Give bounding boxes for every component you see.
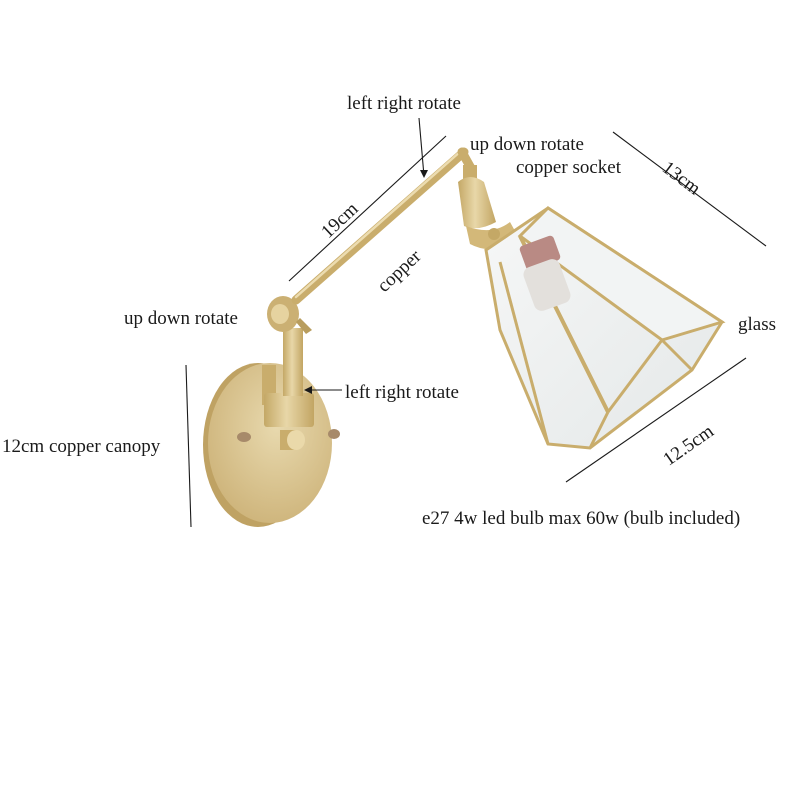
- annotation-lines: [185, 117, 767, 528]
- glass-shade: [484, 206, 726, 450]
- arrowheads: [304, 170, 428, 394]
- led-bulb: [519, 235, 571, 311]
- label-arm-left-right-rotate: left right rotate: [347, 93, 461, 114]
- dimension-line-arm: [288, 135, 447, 282]
- canopy-plate: [203, 363, 340, 527]
- label-copper-socket: copper socket: [516, 157, 621, 178]
- dimension-line-shade-length: [612, 131, 767, 247]
- swivel-post: [267, 296, 312, 396]
- dimension-line-canopy: [185, 364, 192, 528]
- label-socket-up-down-rotate: up down rotate: [470, 134, 584, 155]
- label-joint-up-down-rotate: up down rotate: [124, 308, 238, 329]
- label-canopy: 12cm copper canopy: [2, 436, 161, 457]
- arrowhead-down-icon: [420, 170, 428, 178]
- label-base-left-right-rotate: left right rotate: [345, 382, 459, 403]
- dimension-line-shade-width: [565, 357, 747, 483]
- arrowhead-left-icon: [304, 386, 312, 394]
- label-shade-material: glass: [738, 314, 776, 335]
- leader-line-arm-rotate: [418, 117, 425, 177]
- label-bulb-spec: e27 4w led bulb max 60w (bulb included): [422, 508, 741, 529]
